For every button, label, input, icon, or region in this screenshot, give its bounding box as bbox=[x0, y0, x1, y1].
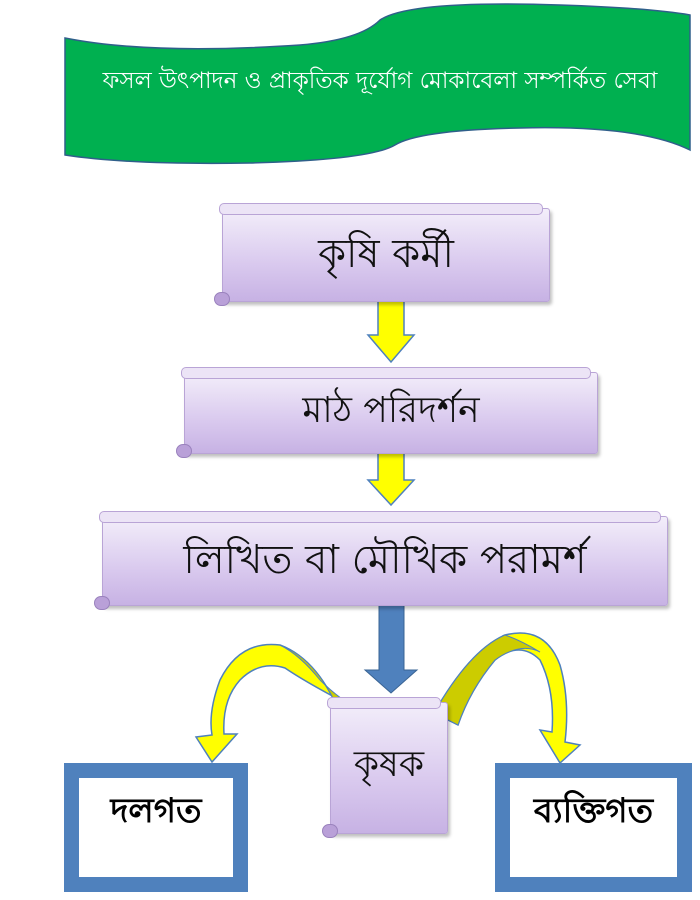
step-field-visit: মাঠ পরিদর্শন bbox=[176, 367, 598, 458]
banner-shape bbox=[64, 3, 691, 165]
scroll-curl bbox=[214, 292, 230, 306]
step-label: লিখিত বা মৌখিক পরামর্শ bbox=[183, 536, 587, 583]
scroll-curl bbox=[94, 596, 110, 610]
scroll-curl bbox=[181, 367, 591, 379]
outcome-label: ব্যক্তিগত bbox=[533, 791, 654, 831]
step-label: কৃষি কর্মী bbox=[318, 230, 454, 277]
step-farmer: কৃষক bbox=[322, 697, 448, 838]
outcome-individual: ব্যক্তিগত bbox=[495, 763, 692, 892]
step-label: কৃষক bbox=[353, 744, 425, 785]
scroll-curl bbox=[176, 444, 192, 458]
scroll-curl bbox=[322, 824, 338, 838]
scroll-curl bbox=[219, 203, 543, 215]
step-agri-worker: কৃষি কর্মী bbox=[214, 203, 550, 306]
step-advice: লিখিত বা মৌখিক পরামর্শ bbox=[94, 511, 668, 610]
banner-title: ফসল উৎপাদন ও প্রাকৃতিক দূর্যোগ মোকাবেলা … bbox=[102, 68, 658, 94]
step-label: মাঠ পরিদর্শন bbox=[302, 390, 480, 431]
outcome-group: দলগত bbox=[64, 763, 248, 892]
scroll-curl bbox=[99, 511, 661, 523]
outcome-label: দলগত bbox=[110, 791, 202, 831]
arrow-down-blue bbox=[363, 603, 419, 694]
scroll-curl bbox=[327, 697, 441, 709]
